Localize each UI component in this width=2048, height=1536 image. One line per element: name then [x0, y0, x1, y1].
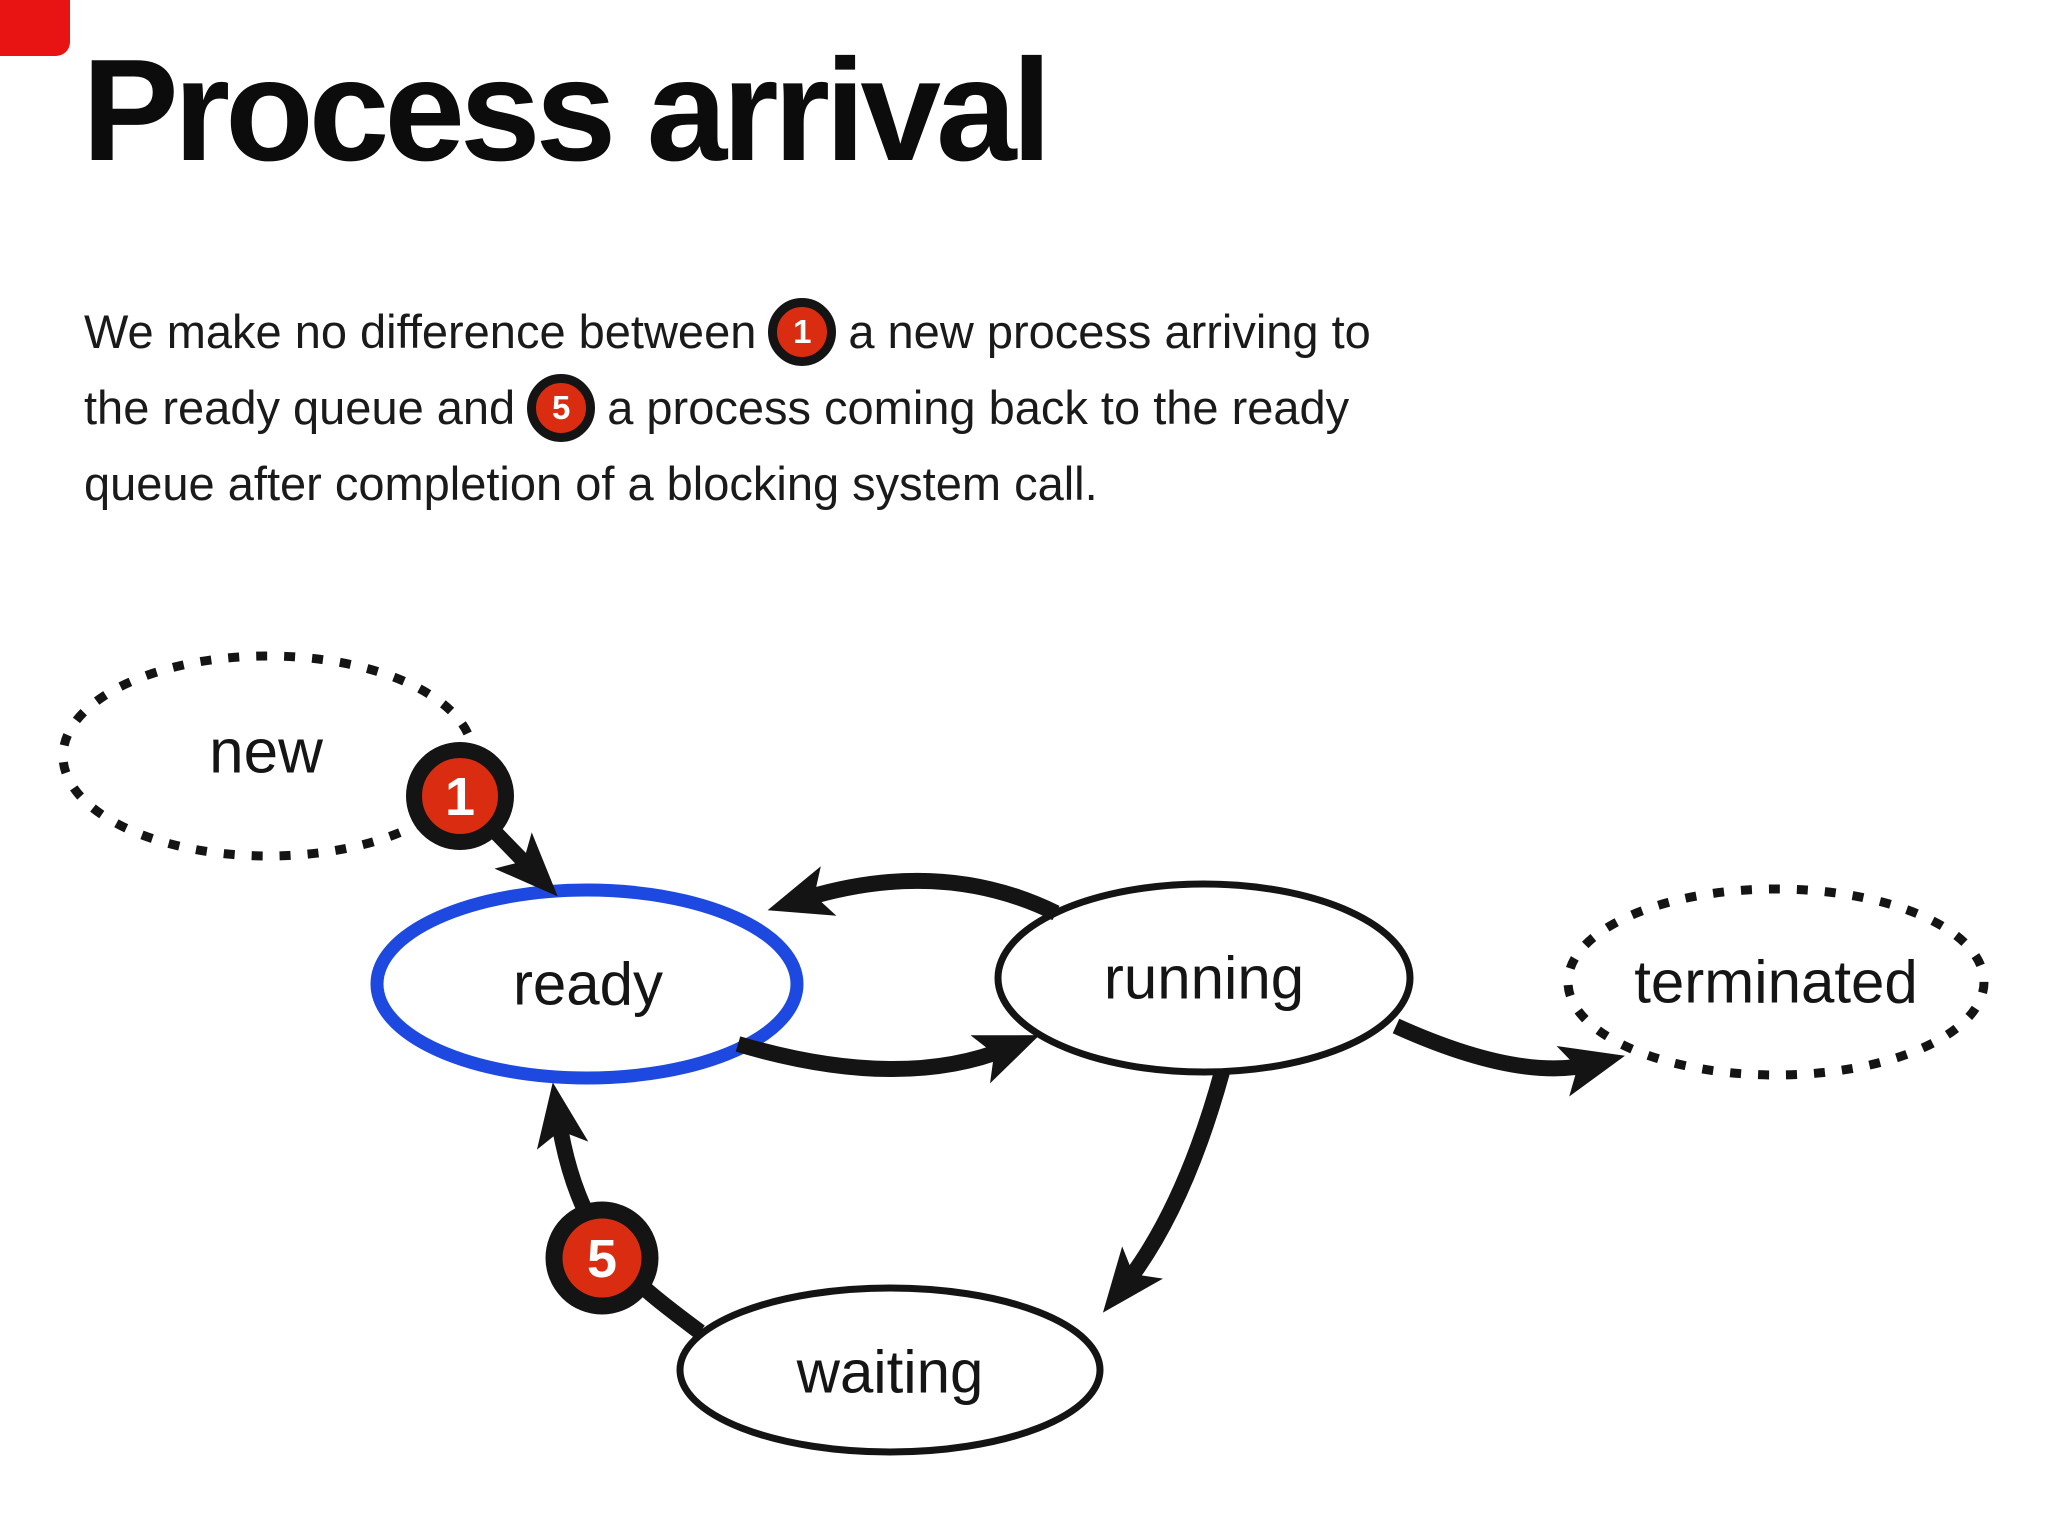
state-waiting-ellipse	[676, 1284, 1104, 1456]
inline-badge-1: 1	[768, 298, 837, 366]
state-terminated-ellipse	[1563, 884, 1989, 1080]
state-label-terminated: terminated	[1634, 948, 1918, 1016]
paragraph-line-3: queue after completion of a blocking sys…	[84, 446, 1371, 522]
state-ready-ellipse	[370, 883, 804, 1085]
paragraph-line2-after: a process coming back to the ready	[607, 381, 1350, 434]
state-running-ellipse	[994, 880, 1414, 1076]
paragraph-line1-before: We make no difference between	[84, 305, 757, 358]
state-label-ready: ready	[512, 950, 664, 1018]
slide-title: Process arrival	[82, 29, 1052, 191]
inline-badge-5: 5	[527, 374, 596, 442]
paragraph-line2-before: the ready queue and	[84, 381, 516, 434]
body-paragraph: We make no difference between 1 a new pr…	[84, 294, 1371, 522]
edge-running-to-ready	[767, 866, 1060, 921]
paragraph-line-2: the ready queue and 5 a process coming b…	[84, 370, 1371, 446]
state-label-running: running	[1103, 944, 1305, 1012]
edge-running-to-waiting	[1102, 1069, 1230, 1313]
edge-ready-to-running	[735, 1035, 1040, 1084]
diagram-badge-1-number: 1	[445, 767, 475, 827]
paragraph-line1-after: a new process arriving to	[848, 305, 1371, 358]
state-label-new: new	[209, 717, 323, 787]
edge-running-to-terminated	[1392, 1018, 1625, 1097]
paragraph-line-1: We make no difference between 1 a new pr…	[84, 294, 1371, 370]
corner-red-marker	[0, 0, 70, 56]
diagram-badge-1: 1	[406, 742, 514, 850]
diagram-badge-5-number: 5	[587, 1229, 617, 1289]
diagram-badge-5: 5	[545, 1201, 659, 1315]
state-label-waiting: waiting	[796, 1338, 984, 1406]
paragraph-line3-text: queue after completion of a blocking sys…	[84, 457, 1098, 510]
